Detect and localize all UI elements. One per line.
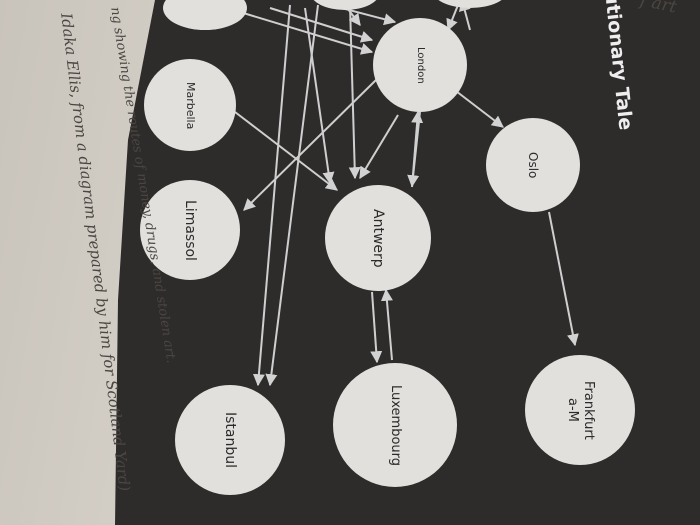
cropped-city-node: [438, 0, 502, 8]
city-label-oslo: Oslo: [526, 152, 540, 179]
city-label-istanbul: Istanbul: [222, 412, 238, 469]
route-arrow: [269, 7, 374, 43]
city-node-marbella: [144, 59, 236, 151]
route-arrow: [370, 291, 383, 364]
route-arrow: [380, 288, 393, 361]
cropped-city-node: [313, 0, 377, 10]
city-node-limassol: [140, 180, 240, 280]
city-label-marbella: Marbella: [183, 81, 197, 129]
city-label-antwerp: Antwerp: [370, 208, 386, 268]
route-arrow: [548, 211, 579, 347]
route-arrow: [234, 111, 338, 191]
route-arrow: [265, 4, 319, 387]
city-label-london: London: [414, 46, 426, 84]
route-arrow: [348, 4, 361, 180]
route-arrow: [252, 4, 291, 387]
cropped-city-node: [163, 0, 247, 30]
route-arrow: [359, 114, 399, 180]
route-arrow: [243, 79, 377, 211]
city-label-luxembourg: Luxembourg: [387, 384, 403, 466]
city-node-frankfurt: [525, 355, 635, 465]
city-label-frankfurt: Frankfurt: [580, 380, 596, 440]
route-arrow: [239, 11, 374, 55]
arrows-group: [234, 0, 579, 387]
route-arrow: [407, 111, 421, 188]
city-node-antwerp: [325, 185, 431, 291]
city-label-limassol: Limassol: [182, 199, 198, 261]
route-arrow: [451, 87, 504, 128]
city-label-frankfurt: a-M: [564, 398, 580, 422]
city-node-oslo: [486, 118, 580, 212]
city-node-london: [373, 18, 467, 112]
city-node-luxembourg: [333, 363, 457, 487]
route-arrow: [304, 7, 335, 185]
city-node-istanbul: [175, 385, 285, 495]
nodes-group: [140, 0, 635, 495]
